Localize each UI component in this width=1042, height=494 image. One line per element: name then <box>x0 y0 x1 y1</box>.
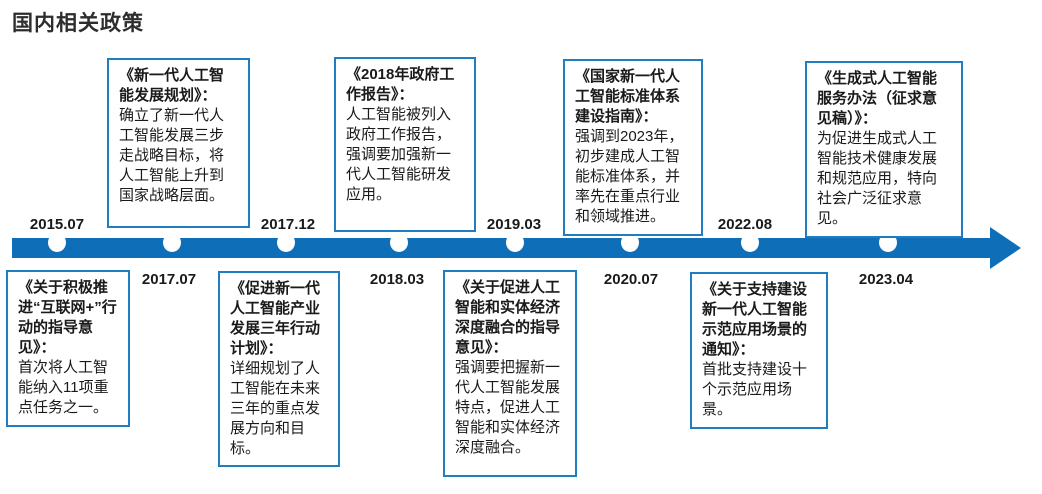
policy-doc-title: 《关于支持建设新一代人工智能示范应用场景的通知》： <box>702 281 808 358</box>
policy-box-2023-04: 《生成式人工智能服务办法（征求意见稿）》： 为促进生成式人工智能技术健康发展和规… <box>805 61 963 238</box>
policy-summary: 强调要把握新一代人工智能发展特点，促进人工智能和实体经济深度融合。 <box>455 358 561 456</box>
policy-summary: 首次将人工智能纳入11项重点任务之一。 <box>18 358 109 416</box>
policy-box-2019-03: 《关于促进人工智能和实体经济深度融合的指导意见》： 强调要把握新一代人工智能发展… <box>443 270 577 477</box>
date-label-2023-04: 2023.04 <box>858 271 914 288</box>
policy-summary: 首批支持建设十个示范应用场景。 <box>702 360 808 418</box>
timeline-arrowhead-icon <box>990 227 1021 269</box>
date-label-2020-07: 2020.07 <box>603 271 659 288</box>
date-label-2017-12: 2017.12 <box>260 216 316 233</box>
policy-summary: 确立了新一代人工智能发展三步走战略目标，将人工智能上升到国家战略层面。 <box>119 106 225 204</box>
policy-box-2018-03: 《2018年政府工作报告》： 人工智能被列入政府工作报告，强调要加强新一代人工智… <box>334 57 476 232</box>
policy-doc-title: 《促进新一代人工智能产业发展三年行动计划》： <box>230 280 321 357</box>
policy-doc-title: 《新一代人工智能发展规划》： <box>119 67 225 104</box>
policy-box-2020-07: 《国家新一代人工智能标准体系建设指南》： 强调到2023年，初步建成人工智能标准… <box>563 59 703 236</box>
policy-summary: 人工智能被列入政府工作报告，强调要加强新一代人工智能研发应用。 <box>346 105 452 203</box>
policy-box-2015-07: 《关于积极推进“互联网+”行动的指导意见》： 首次将人工智能纳入11项重点任务之… <box>6 270 130 427</box>
timeline-dot <box>621 233 639 252</box>
timeline-dot <box>506 233 524 252</box>
policy-summary: 详细规划了人工智能在未来三年的重点发展方向和目标。 <box>230 359 321 457</box>
date-label-2019-03: 2019.03 <box>486 216 542 233</box>
policy-box-2017-12: 《促进新一代人工智能产业发展三年行动计划》： 详细规划了人工智能在未来三年的重点… <box>218 271 340 468</box>
policy-doc-title: 《2018年政府工作报告》： <box>346 66 455 103</box>
timeline-dot <box>390 233 408 252</box>
policy-box-2022-08: 《关于支持建设新一代人工智能示范应用场景的通知》： 首批支持建设十个示范应用场景… <box>690 272 828 429</box>
timeline-dot <box>879 233 897 252</box>
policy-doc-title: 《关于促进人工智能和实体经济深度融合的指导意见》： <box>455 279 561 356</box>
page-title: 国内相关政策 <box>12 12 144 35</box>
timeline-dot <box>741 233 759 252</box>
policy-doc-title: 《国家新一代人工智能标准体系建设指南》： <box>575 68 681 125</box>
date-label-2017-07: 2017.07 <box>141 271 197 288</box>
policy-summary: 强调到2023年，初步建成人工智能标准体系，并率先在重点行业和领域推进。 <box>575 127 684 225</box>
timeline-dot <box>163 233 181 252</box>
date-label-2018-03: 2018.03 <box>369 271 425 288</box>
timeline-bar <box>12 238 998 258</box>
timeline-dot <box>277 233 295 252</box>
date-label-2015-07: 2015.07 <box>29 216 85 233</box>
policy-doc-title: 《关于积极推进“互联网+”行动的指导意见》： <box>18 279 117 356</box>
policy-box-2017-07: 《新一代人工智能发展规划》： 确立了新一代人工智能发展三步走战略目标，将人工智能… <box>107 58 250 228</box>
policy-doc-title: 《生成式人工智能服务办法（征求意见稿）》： <box>817 70 938 127</box>
timeline-dot <box>48 233 66 252</box>
date-label-2022-08: 2022.08 <box>717 216 773 233</box>
policy-summary: 为促进生成式人工智能技术健康发展和规范应用，特向社会广泛征求意见。 <box>817 129 938 227</box>
